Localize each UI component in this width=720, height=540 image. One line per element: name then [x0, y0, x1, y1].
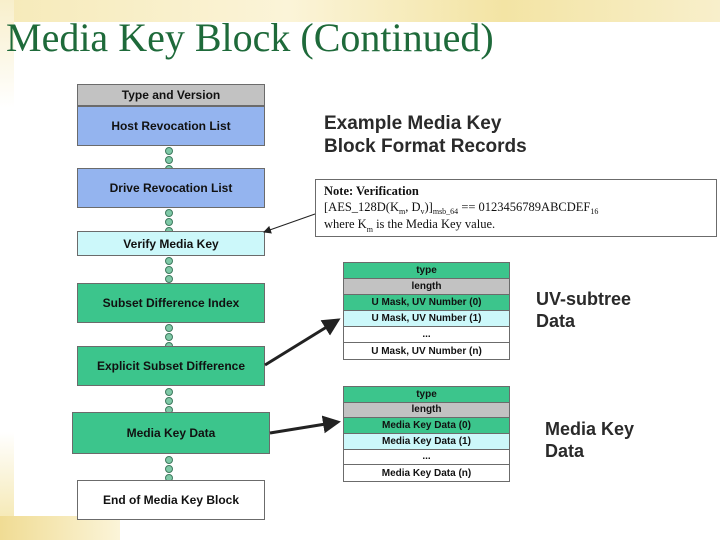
continuation-dots [165, 388, 173, 415]
format-records-heading: Example Media Key Block Format Records [324, 112, 527, 158]
note-formula: [AES_128D(Km, Dv)]msb_64 == 0123456789AB… [324, 199, 599, 217]
block-explicit-subset-difference: Explicit Subset Difference [77, 346, 265, 386]
block-end-of-media-key-block: End of Media Key Block [77, 480, 265, 520]
slide-title: Media Key Block (Continued) [6, 15, 494, 60]
table-row: Media Key Data (0) [344, 418, 509, 434]
block-media-key-data: Media Key Data [72, 412, 270, 454]
block-subset-difference-index: Subset Difference Index [77, 283, 265, 323]
table-row: U Mask, UV Number (n) [344, 343, 509, 359]
table-row: type [344, 263, 509, 279]
block-verify-media-key: Verify Media Key [77, 231, 265, 256]
decorative-top-band [0, 0, 720, 22]
table-row: Media Key Data (1) [344, 433, 509, 450]
media-key-data-heading: Media Key Data [545, 419, 634, 463]
uv-subtree-arrow [264, 318, 341, 367]
verification-arrow [263, 213, 316, 234]
table-row: U Mask, UV Number (1) [344, 311, 509, 327]
table-row: ... [344, 327, 509, 343]
note-description: where Km is the Media Key value. [324, 217, 496, 234]
heading-line: Example Media Key [324, 113, 502, 134]
verification-note: Note: Verification [AES_128D(Km, Dv)]msb… [315, 179, 717, 237]
decorative-left-band [0, 0, 14, 540]
heading-line: Data [545, 440, 585, 461]
block-type-and-version: Type and Version [77, 84, 265, 106]
block-host-revocation-list: Host Revocation List [77, 106, 265, 146]
heading-line: Data [536, 310, 576, 331]
heading-line: Block Format Records [324, 136, 527, 158]
table-row: U Mask, UV Number (0) [344, 295, 509, 311]
media-key-data-arrow [269, 415, 341, 435]
table-row: Media Key Data (n) [344, 465, 509, 481]
note-title: Note: Verification [324, 184, 419, 198]
heading-line: Media Key [545, 419, 635, 439]
table-row: type [344, 387, 509, 403]
heading-line: UV-subtree [536, 289, 632, 309]
decorative-bottom-band [0, 516, 120, 540]
block-drive-revocation-list: Drive Revocation List [77, 168, 265, 208]
continuation-dots [165, 257, 173, 284]
table-row: length [344, 402, 509, 419]
uv-subtree-heading: UV-subtree Data [536, 289, 631, 333]
table-row: ... [344, 449, 509, 466]
table-row: length [344, 279, 509, 295]
